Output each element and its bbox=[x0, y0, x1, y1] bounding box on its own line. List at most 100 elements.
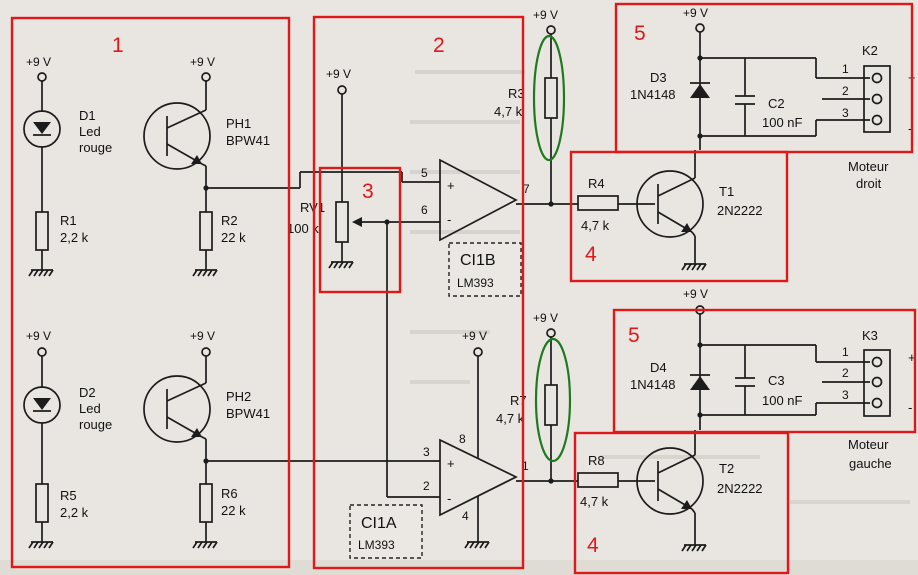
supply-label: +9 V bbox=[26, 55, 51, 69]
r8-ref: R8 bbox=[588, 453, 605, 468]
ci1a-pin-inp: 3 bbox=[423, 445, 430, 459]
svg-text:+9 V: +9 V bbox=[533, 8, 558, 22]
d1-line1: Led bbox=[79, 124, 101, 139]
t1-ref: T1 bbox=[719, 184, 734, 199]
c3-value: 100 nF bbox=[762, 393, 803, 408]
transistor-t2-icon bbox=[636, 447, 704, 515]
section-1-number: 1 bbox=[112, 34, 124, 57]
r8-body bbox=[577, 472, 619, 488]
d3-part: 1N4148 bbox=[630, 87, 676, 102]
r1-value: 2,2 k bbox=[60, 230, 89, 245]
r6-ref: R6 bbox=[221, 486, 238, 501]
ci1b-ref: CI1B bbox=[460, 252, 496, 269]
supply-terminal-d1 bbox=[37, 72, 47, 82]
driver-stage-top: R4 4,7 k T1 2N2222 bbox=[577, 150, 763, 271]
d4-part: 1N4148 bbox=[630, 377, 676, 392]
section-3-box bbox=[318, 166, 402, 294]
connector-k3 bbox=[863, 349, 891, 417]
led-d2-icon bbox=[33, 398, 51, 410]
k3-name1: Moteur bbox=[848, 437, 889, 452]
d2-line1: Led bbox=[79, 401, 101, 416]
motor-output-left: +9 V D4 1N4148 C3 100 nF K3 1 2 3 + - Mo… bbox=[630, 287, 916, 471]
svg-text:+9 V: +9 V bbox=[683, 6, 708, 20]
rv1-value: 100 k bbox=[287, 221, 319, 236]
k3-name2: gauche bbox=[849, 456, 892, 471]
r3-ref: R3 bbox=[508, 86, 525, 101]
ci1b-part: LM393 bbox=[457, 276, 494, 290]
svg-text:1: 1 bbox=[842, 62, 849, 76]
section-4-number-top: 4 bbox=[585, 243, 597, 266]
wiper-arrow-icon bbox=[352, 217, 362, 227]
svg-text:-: - bbox=[908, 121, 912, 136]
section-5-box-top bbox=[614, 2, 914, 154]
r4-value: 4,7 k bbox=[581, 218, 610, 233]
section-1-box bbox=[10, 16, 291, 569]
svg-text:+9 V: +9 V bbox=[533, 311, 558, 325]
svg-text:+: + bbox=[447, 456, 455, 471]
motor-output-right: +9 V D3 1N4148 C2 100 nF K2 1 2 3 + - Mo… bbox=[630, 6, 916, 191]
svg-text:+9 V: +9 V bbox=[26, 329, 51, 343]
driver-stage-bottom: R8 4,7 k T2 2N2222 bbox=[577, 430, 763, 552]
section-4-number-bottom: 4 bbox=[587, 534, 599, 557]
sensor-stage-top: +9 V D1 Led rouge R1 2,2 k +9 V PH1 BPW4… bbox=[23, 55, 270, 277]
pullup-resistors: +9 V R3 4,7 k +9 V R7 4,7 k bbox=[494, 8, 578, 484]
r3-value: 4,7 k bbox=[494, 104, 523, 119]
ci1b-label-box bbox=[448, 242, 522, 297]
ci1a-pin-out: 1 bbox=[522, 459, 529, 473]
ci1a-pin-gnd: 4 bbox=[462, 509, 469, 523]
ci1b-pin-out: 7 bbox=[523, 182, 530, 196]
ph2-ref: PH2 bbox=[226, 389, 251, 404]
svg-text:2: 2 bbox=[842, 84, 849, 98]
diode-d3-icon bbox=[690, 84, 710, 98]
d4-ref: D4 bbox=[650, 360, 667, 375]
svg-text:+: + bbox=[908, 350, 916, 365]
diode-d4-icon bbox=[690, 376, 710, 390]
ci1a-part: LM393 bbox=[358, 538, 395, 552]
k2-name2: droit bbox=[856, 176, 882, 191]
led-d1-icon bbox=[33, 122, 51, 134]
k2-name1: Moteur bbox=[848, 159, 889, 174]
svg-text:-: - bbox=[447, 212, 451, 227]
phototransistor-ph2-icon bbox=[143, 375, 211, 443]
svg-text:+: + bbox=[447, 178, 455, 193]
d1-ref: D1 bbox=[79, 108, 96, 123]
r4-body bbox=[577, 195, 619, 211]
section-3-number: 3 bbox=[362, 180, 374, 203]
svg-text:3: 3 bbox=[842, 388, 849, 402]
d1-line2: rouge bbox=[79, 140, 112, 155]
svg-text:+9 V: +9 V bbox=[683, 287, 708, 301]
section-overlays: 1 2 3 4 5 5 4 bbox=[10, 2, 917, 575]
op-amp-ci1b-icon bbox=[439, 158, 518, 242]
r2-value: 22 k bbox=[221, 230, 246, 245]
r2-ref: R2 bbox=[221, 213, 238, 228]
r6-value: 22 k bbox=[221, 503, 246, 518]
ci1b-pin-inp: 5 bbox=[421, 166, 428, 180]
section-2-box bbox=[312, 15, 525, 570]
c2-ref: C2 bbox=[768, 96, 785, 111]
ph1-part: BPW41 bbox=[226, 133, 270, 148]
r5-value: 2,2 k bbox=[60, 505, 89, 520]
section-5-number-bottom: 5 bbox=[628, 324, 640, 347]
connector-k2 bbox=[863, 65, 891, 133]
svg-text:3: 3 bbox=[842, 106, 849, 120]
svg-text:-: - bbox=[908, 400, 912, 415]
r7-value: 4,7 k bbox=[496, 411, 525, 426]
section-5-number-top: 5 bbox=[634, 22, 646, 45]
c2-value: 100 nF bbox=[762, 115, 803, 130]
svg-text:+9 V: +9 V bbox=[190, 55, 215, 69]
svg-text:+9 V: +9 V bbox=[462, 329, 487, 343]
section-2-number: 2 bbox=[433, 34, 445, 57]
ci1a-pin-inn: 2 bbox=[423, 479, 430, 493]
t1-part: 2N2222 bbox=[717, 203, 763, 218]
d2-line2: rouge bbox=[79, 417, 112, 432]
svg-text:1: 1 bbox=[842, 345, 849, 359]
ph2-part: BPW41 bbox=[226, 406, 270, 421]
highlight-ovals bbox=[532, 34, 572, 463]
k3-ref: K3 bbox=[862, 328, 878, 343]
svg-text:2: 2 bbox=[842, 366, 849, 380]
svg-text:+9 V: +9 V bbox=[326, 67, 351, 81]
svg-text:-: - bbox=[447, 491, 451, 506]
r5-ref: R5 bbox=[60, 488, 77, 503]
r4-ref: R4 bbox=[588, 176, 605, 191]
